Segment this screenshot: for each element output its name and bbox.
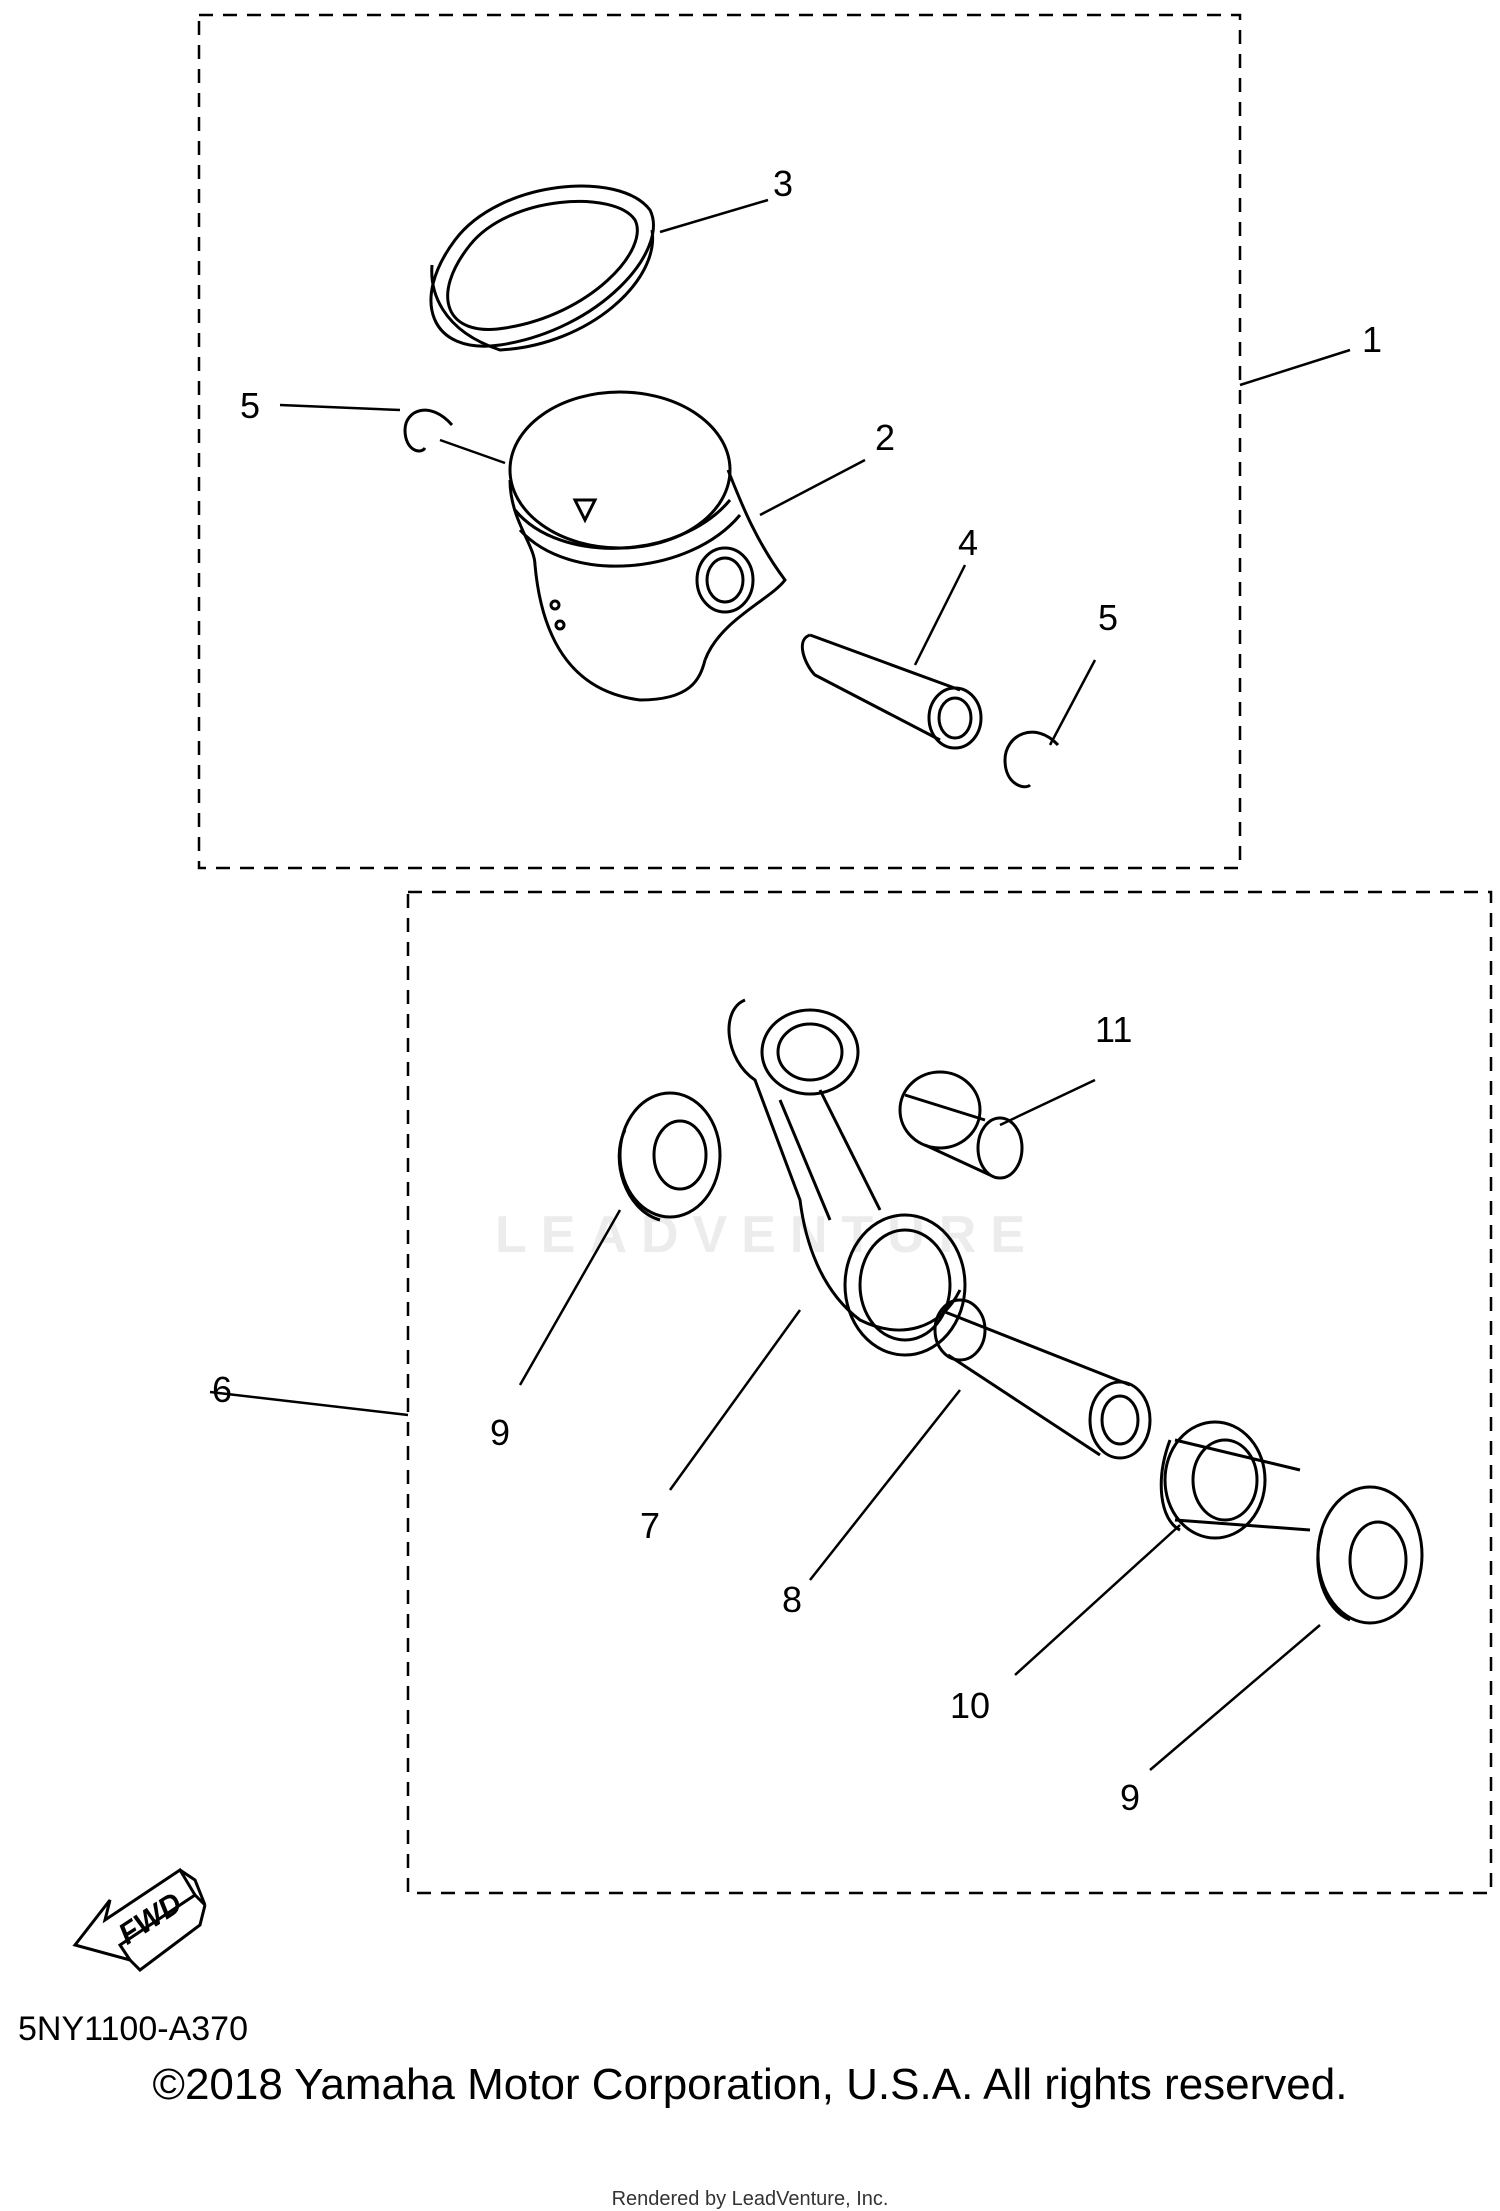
callout-4: 4 (958, 522, 978, 563)
piston-kit-group-box (197, 13, 1242, 870)
watermark-text: LEADVENTURE (495, 1206, 1039, 1264)
callout-6: 6 (212, 1369, 232, 1410)
circlip-right (1003, 730, 1060, 789)
piston-ring (429, 184, 655, 352)
callout-3: 3 (773, 163, 793, 204)
rendered-by-text: Rendered by LeadVenture, Inc. (611, 2188, 889, 2210)
piston-pin (800, 633, 983, 750)
big-end-bearing (1159, 1420, 1311, 1540)
callout-8: 8 (782, 1579, 802, 1620)
copyright-text: ©2018 Yamaha Motor Corporation, U.S.A. A… (152, 2060, 1348, 2109)
fwd-arrow-icon: FWD (72, 1867, 207, 1972)
piston (508, 390, 787, 702)
thrust-washer-right (1316, 1485, 1424, 1625)
callout-10: 10 (950, 1685, 990, 1726)
callout-2: 2 (875, 417, 895, 458)
callout-7: 7 (640, 1505, 660, 1546)
callout-9-right: 9 (1120, 1777, 1140, 1818)
circlip-left (403, 408, 454, 453)
callout-5-left: 5 (240, 385, 260, 426)
small-end-bearing (898, 1070, 1024, 1180)
connecting-rod-kit-group-box (406, 890, 1493, 1895)
callout-11: 11 (1095, 1009, 1132, 1050)
thrust-washer-left (617, 1091, 722, 1222)
callout-5-right: 5 (1098, 597, 1118, 638)
callout-9-left: 9 (490, 1412, 510, 1453)
crank-pin (933, 1298, 1152, 1460)
callout-1: 1 (1362, 319, 1382, 360)
leader-lines (209, 198, 1351, 1771)
diagram-code: 5NY1100-A370 (18, 2010, 248, 2048)
connecting-rod (727, 998, 967, 1357)
